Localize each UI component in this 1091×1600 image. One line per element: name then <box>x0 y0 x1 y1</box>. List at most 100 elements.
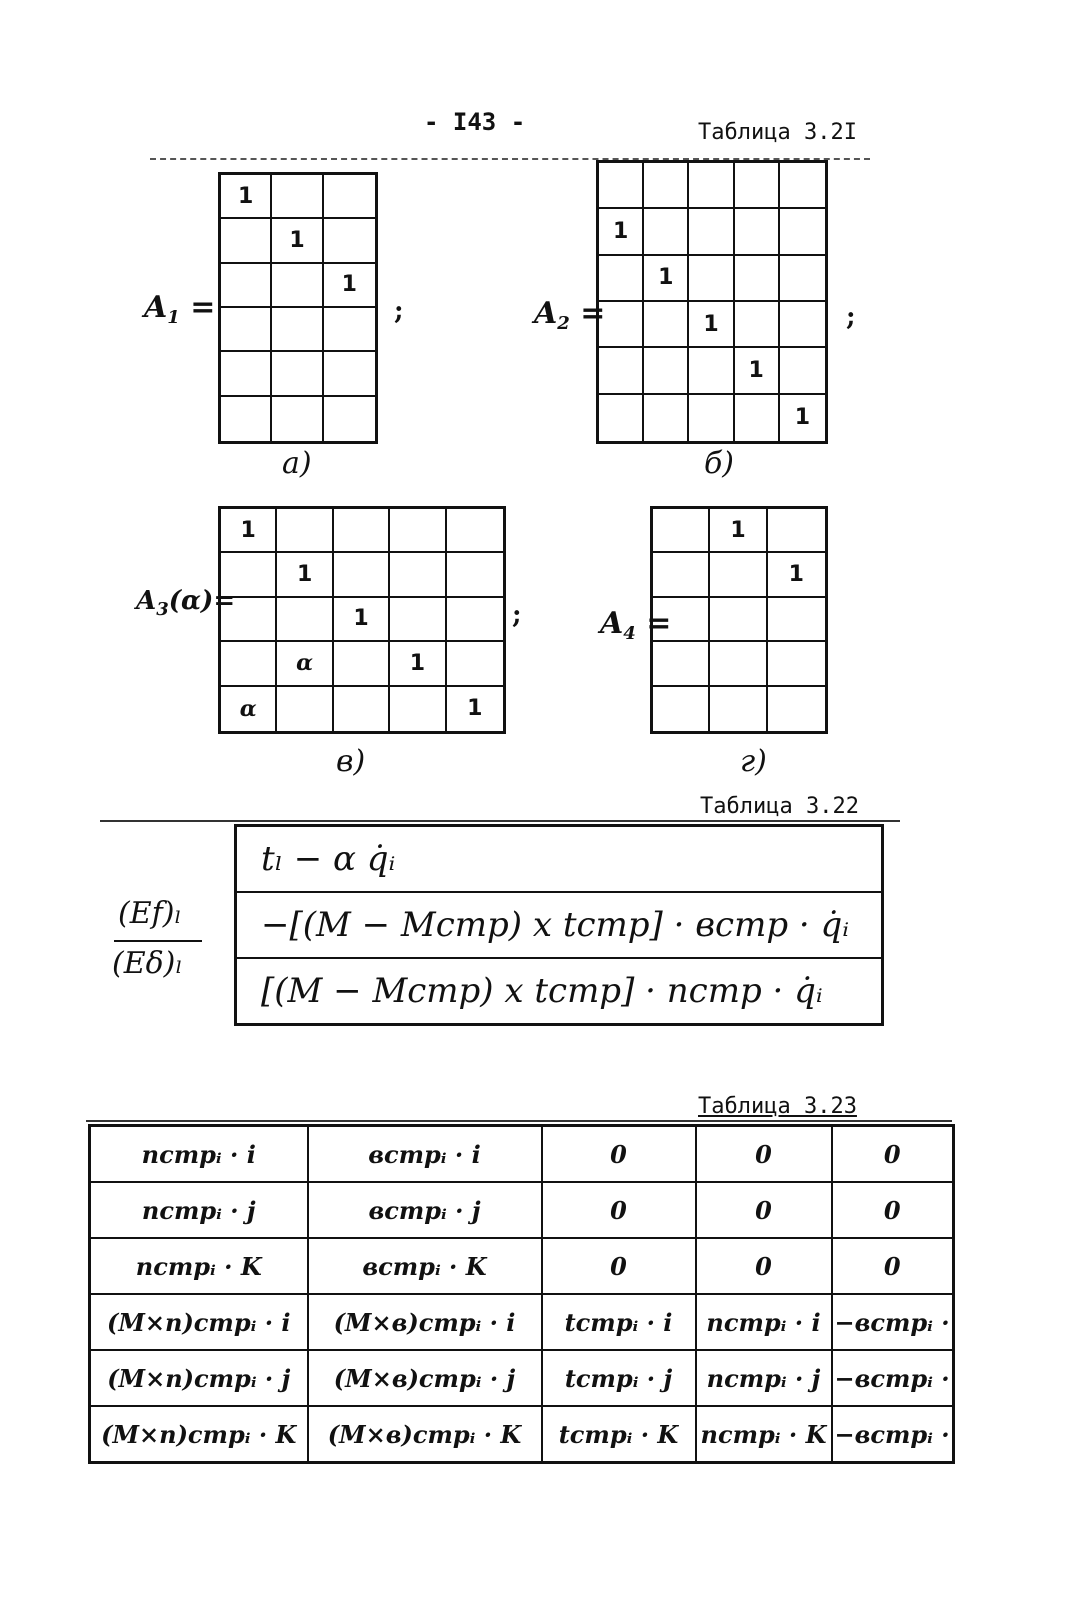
matrix-a3-cell <box>390 553 447 598</box>
matrix-a1-cell: 1 <box>221 175 273 220</box>
matrix-a3-cell <box>334 686 391 731</box>
matrix-a2-subscript: 2 <box>557 313 570 334</box>
matrix-a3-cell <box>390 597 447 643</box>
matrix-a2-cell: 1 <box>794 405 811 431</box>
table-3-23-cell: tстрᵢ · j <box>540 1349 697 1407</box>
matrix-a2-cell <box>599 394 645 441</box>
matrix-a3-cell: α <box>277 642 334 687</box>
page-number: - I43 - <box>424 108 526 136</box>
matrix-a1-cell <box>324 397 375 441</box>
table-3-22-row: tₗ − α q̇ᵢ <box>235 825 883 893</box>
table-3-23-cell: встрᵢ · i <box>306 1124 543 1183</box>
matrix-a4-cell <box>653 686 711 731</box>
matrix-a3-cell <box>390 686 447 731</box>
matrix-a2-cell: 1 <box>644 255 690 302</box>
matrix-a4-cell <box>653 553 711 598</box>
matrix-a3-cell <box>277 597 334 643</box>
matrix-a2-cell <box>599 301 645 349</box>
table-3-23-cell: 0 <box>540 1237 697 1295</box>
matrix-a3-cell <box>333 553 391 598</box>
matrix-a2-cell <box>599 255 645 302</box>
table-3-23-cell: (M×п)стрᵢ · j <box>88 1349 309 1407</box>
matrix-a2-cell <box>689 394 735 441</box>
matrix-a2-cell <box>735 394 780 441</box>
matrix-a3-cell <box>446 598 503 643</box>
matrix-a1-cell <box>323 308 375 353</box>
matrix-a2-cell <box>734 209 780 256</box>
matrix-a1-cell <box>221 352 273 397</box>
matrix-a4-cell <box>710 553 768 598</box>
matrix-a3-semicolon: ; <box>512 600 522 630</box>
matrix-a3-cell <box>390 509 447 554</box>
matrix-a1-label: A1 = <box>144 290 215 328</box>
matrix-a3-sublabel: в) <box>336 744 366 779</box>
matrix-a1-equals: = <box>179 290 216 325</box>
matrix-a2-cell <box>689 348 735 395</box>
matrix-a2-cell <box>734 255 780 302</box>
matrix-a4-sublabel: г) <box>740 744 767 779</box>
table-3-23-cell: пстрᵢ · i <box>694 1293 833 1351</box>
table-3-23-cell: пстрᵢ · K <box>88 1237 309 1295</box>
matrix-a3-cell: 1 <box>467 696 483 722</box>
matrix-a3-cell <box>277 686 334 731</box>
matrix-a1-cell <box>272 175 324 220</box>
matrix-a1-cell <box>221 263 273 308</box>
matrix-a3-cell <box>221 642 278 687</box>
matrix-a3-cell <box>221 553 278 598</box>
table-3-23-cell: пстрᵢ · K <box>694 1405 833 1464</box>
matrix-a2-cell <box>779 256 825 302</box>
matrix-a3-cell: 1 <box>333 597 391 643</box>
table-3-23-cell: встрᵢ · j <box>306 1181 543 1239</box>
table-3-23-cell: 0 <box>694 1124 833 1183</box>
matrix-a1-cell: 1 <box>272 219 324 264</box>
matrix-a3-cell: 1 <box>221 509 278 554</box>
matrix-a3-label: A3(α)= <box>136 586 235 620</box>
matrix-a3-cell <box>333 642 391 687</box>
matrix-a1-cell <box>272 307 324 353</box>
matrix-a3-equals: (α)= <box>168 586 236 616</box>
matrix-a3-cell: α <box>221 686 278 731</box>
matrix-a2-cell: 1 <box>689 301 735 349</box>
table-3-22-row: −[(M − Mстр) x tстр] · встр · q̇ᵢ <box>235 892 883 959</box>
table-3-23-cell: −встрᵢ · i <box>830 1293 955 1351</box>
matrix-a4-cell <box>768 687 825 731</box>
matrix-a3-cell <box>221 597 278 643</box>
table-3-23-cell: 0 <box>830 1237 955 1295</box>
table-3-23-cell: −встрᵢ · K <box>830 1405 955 1464</box>
matrix-a2-label: A2 = <box>534 296 605 334</box>
matrix-a4-cell <box>653 509 711 554</box>
table-3-22-fraction-numerator: (Ef)ₗ <box>118 896 182 931</box>
matrix-a2-cell <box>779 348 825 395</box>
matrix-a3-letter: A <box>136 586 157 616</box>
matrix-a1-cell <box>272 352 324 397</box>
table-3-23-cell: (M×в)стрᵢ · i <box>306 1293 543 1351</box>
matrix-a1-cell <box>221 307 273 353</box>
table-3-23-cell: tстрᵢ · i <box>540 1293 697 1351</box>
matrix-a4-cell <box>767 642 825 687</box>
table-3-22-row: [(M − Mстр) x tстр] · пстр · q̇ᵢ <box>236 958 883 1025</box>
matrix-a2-cell <box>599 163 645 210</box>
matrix-a4-cell <box>767 598 825 643</box>
table-3-23-cell: 0 <box>830 1181 955 1239</box>
table-3-23-cell: (M×в)стрᵢ · j <box>306 1349 543 1407</box>
matrix-a1-cell <box>221 396 273 441</box>
matrix-a2-cell <box>689 209 735 256</box>
matrix-a1-cell <box>221 219 273 264</box>
matrix-a4-cell <box>710 642 768 687</box>
matrix-a3-cell <box>333 509 391 554</box>
table-3-23-cell: пстрᵢ · j <box>88 1181 309 1239</box>
table-3-22-caption: Таблица 3.22 <box>700 794 859 819</box>
matrix-a1-cell <box>323 175 375 220</box>
table-3-23-caption: Таблица 3.23 <box>698 1094 857 1119</box>
matrix-a4-cell <box>653 597 711 643</box>
table-3-23-cell: 0 <box>540 1181 697 1239</box>
matrix-a2-sublabel: б) <box>704 446 735 481</box>
matrix-a4-letter: A <box>600 606 624 641</box>
